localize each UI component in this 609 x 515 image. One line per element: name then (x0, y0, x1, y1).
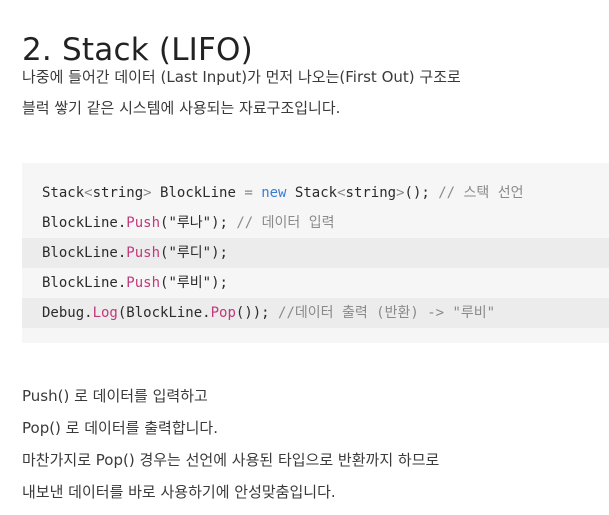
code-token: < (337, 185, 346, 201)
code-token: Stack (42, 185, 85, 201)
code-token: ( (160, 275, 169, 291)
code-method: Log (92, 305, 118, 321)
code-token: ()); (235, 305, 279, 321)
code-token: string (92, 185, 144, 201)
code-token: Debug. (42, 305, 93, 321)
outro-line-3: 마찬가지로 Pop() 경우는 선언에 사용된 타입으로 반환까지 하므로 (22, 451, 440, 469)
code-token: ); (211, 215, 237, 231)
code-line-2: BlockLine.Push("루나"); // 데이터 입력 (22, 208, 609, 238)
code-block: Stack<string> BlockLine = new Stack<stri… (22, 163, 609, 343)
code-method: Push (126, 215, 161, 231)
code-line-3: BlockLine.Push("루디"); (22, 238, 609, 268)
outro-line-1: Push() 로 데이터를 입력하고 (22, 387, 208, 405)
code-token: Stack (286, 185, 338, 201)
code-method: Push (126, 245, 161, 261)
code-comment: // 데이터 입력 (236, 215, 335, 231)
code-token: BlockLine. (42, 245, 127, 261)
code-token: BlockLine. (42, 215, 127, 231)
code-token: > (396, 185, 405, 201)
code-token: string (345, 185, 397, 201)
code-token: > (143, 185, 152, 201)
code-keyword: new (261, 185, 287, 201)
code-string: "루나" (168, 215, 212, 231)
code-token: (BlockLine. (117, 305, 211, 321)
code-comment: //데이터 출력 (반환) -> "루비" (278, 305, 496, 321)
code-line-4: BlockLine.Push("루비"); (22, 268, 609, 298)
code-token: ); (211, 275, 228, 291)
code-token: ( (160, 245, 169, 261)
outro-line-4: 내보낸 데이터를 바로 사용하기에 안성맞춤입니다. (22, 483, 336, 501)
code-token: = (244, 185, 253, 201)
code-string: "루디" (168, 245, 212, 261)
intro-line-1: 나중에 들어간 데이터 (Last Input)가 먼저 나오는(First O… (22, 68, 461, 86)
outro-line-2: Pop() 로 데이터를 출력합니다. (22, 419, 218, 437)
intro-paragraph: 나중에 들어간 데이터 (Last Input)가 먼저 나오는(First O… (22, 62, 461, 124)
code-token: BlockLine. (42, 275, 127, 291)
code-token: (); (404, 185, 439, 201)
code-comment: // 스택 선언 (438, 185, 524, 201)
code-token: < (84, 185, 93, 201)
code-token: BlockLine (151, 185, 245, 201)
intro-line-2: 블럭 쌓기 같은 시스템에 사용되는 자료구조입니다. (22, 99, 341, 117)
code-line-5: Debug.Log(BlockLine.Pop()); //데이터 출력 (반환… (22, 298, 609, 328)
outro-paragraph: Push() 로 데이터를 입력하고 Pop() 로 데이터를 출력합니다. 마… (22, 380, 439, 508)
section-title: 2. Stack (LIFO) (22, 31, 253, 68)
code-token: ( (160, 215, 169, 231)
code-string: "루비" (168, 275, 212, 291)
code-method: Push (126, 275, 161, 291)
code-token: ); (211, 245, 228, 261)
code-method: Pop (210, 305, 236, 321)
code-token (253, 185, 261, 201)
code-line-1: Stack<string> BlockLine = new Stack<stri… (22, 178, 609, 208)
